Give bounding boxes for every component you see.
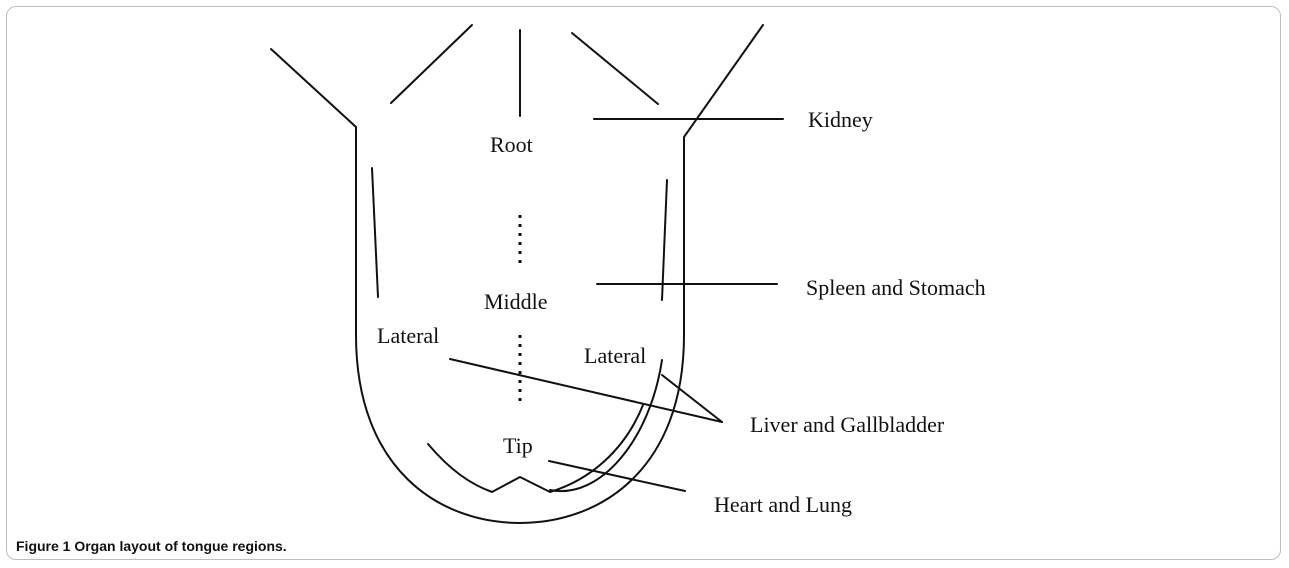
organ-kidney-label: Kidney: [808, 109, 873, 131]
figure-caption-title: Figure 1 Organ layout of tongue regions.: [16, 538, 287, 554]
top-left-outer-line: [271, 49, 356, 127]
region-lateral-left-label: Lateral: [377, 325, 439, 347]
region-tip-label: Tip: [503, 435, 533, 457]
organ-heart-lung-label: Heart and Lung: [714, 494, 852, 516]
right-inner-arc: [550, 360, 662, 491]
region-middle-label: Middle: [484, 291, 548, 313]
right-inner-lateral-line: [662, 180, 667, 300]
top-left-inner-line: [391, 25, 472, 103]
heart-lung-leader: [549, 461, 685, 491]
tip-arc: [428, 405, 643, 492]
left-inner-lateral-line: [372, 168, 378, 297]
region-root-label: Root: [490, 134, 533, 156]
tongue-outline: [356, 25, 763, 523]
organ-spleen-stomach-label: Spleen and Stomach: [806, 277, 986, 299]
organ-liver-gallbladder-label: Liver and Gallbladder: [750, 414, 944, 436]
region-lateral-right-label: Lateral: [584, 345, 646, 367]
top-right-inner-line: [572, 33, 658, 104]
figure-caption: Figure 1 Organ layout of tongue regions.: [16, 538, 287, 554]
